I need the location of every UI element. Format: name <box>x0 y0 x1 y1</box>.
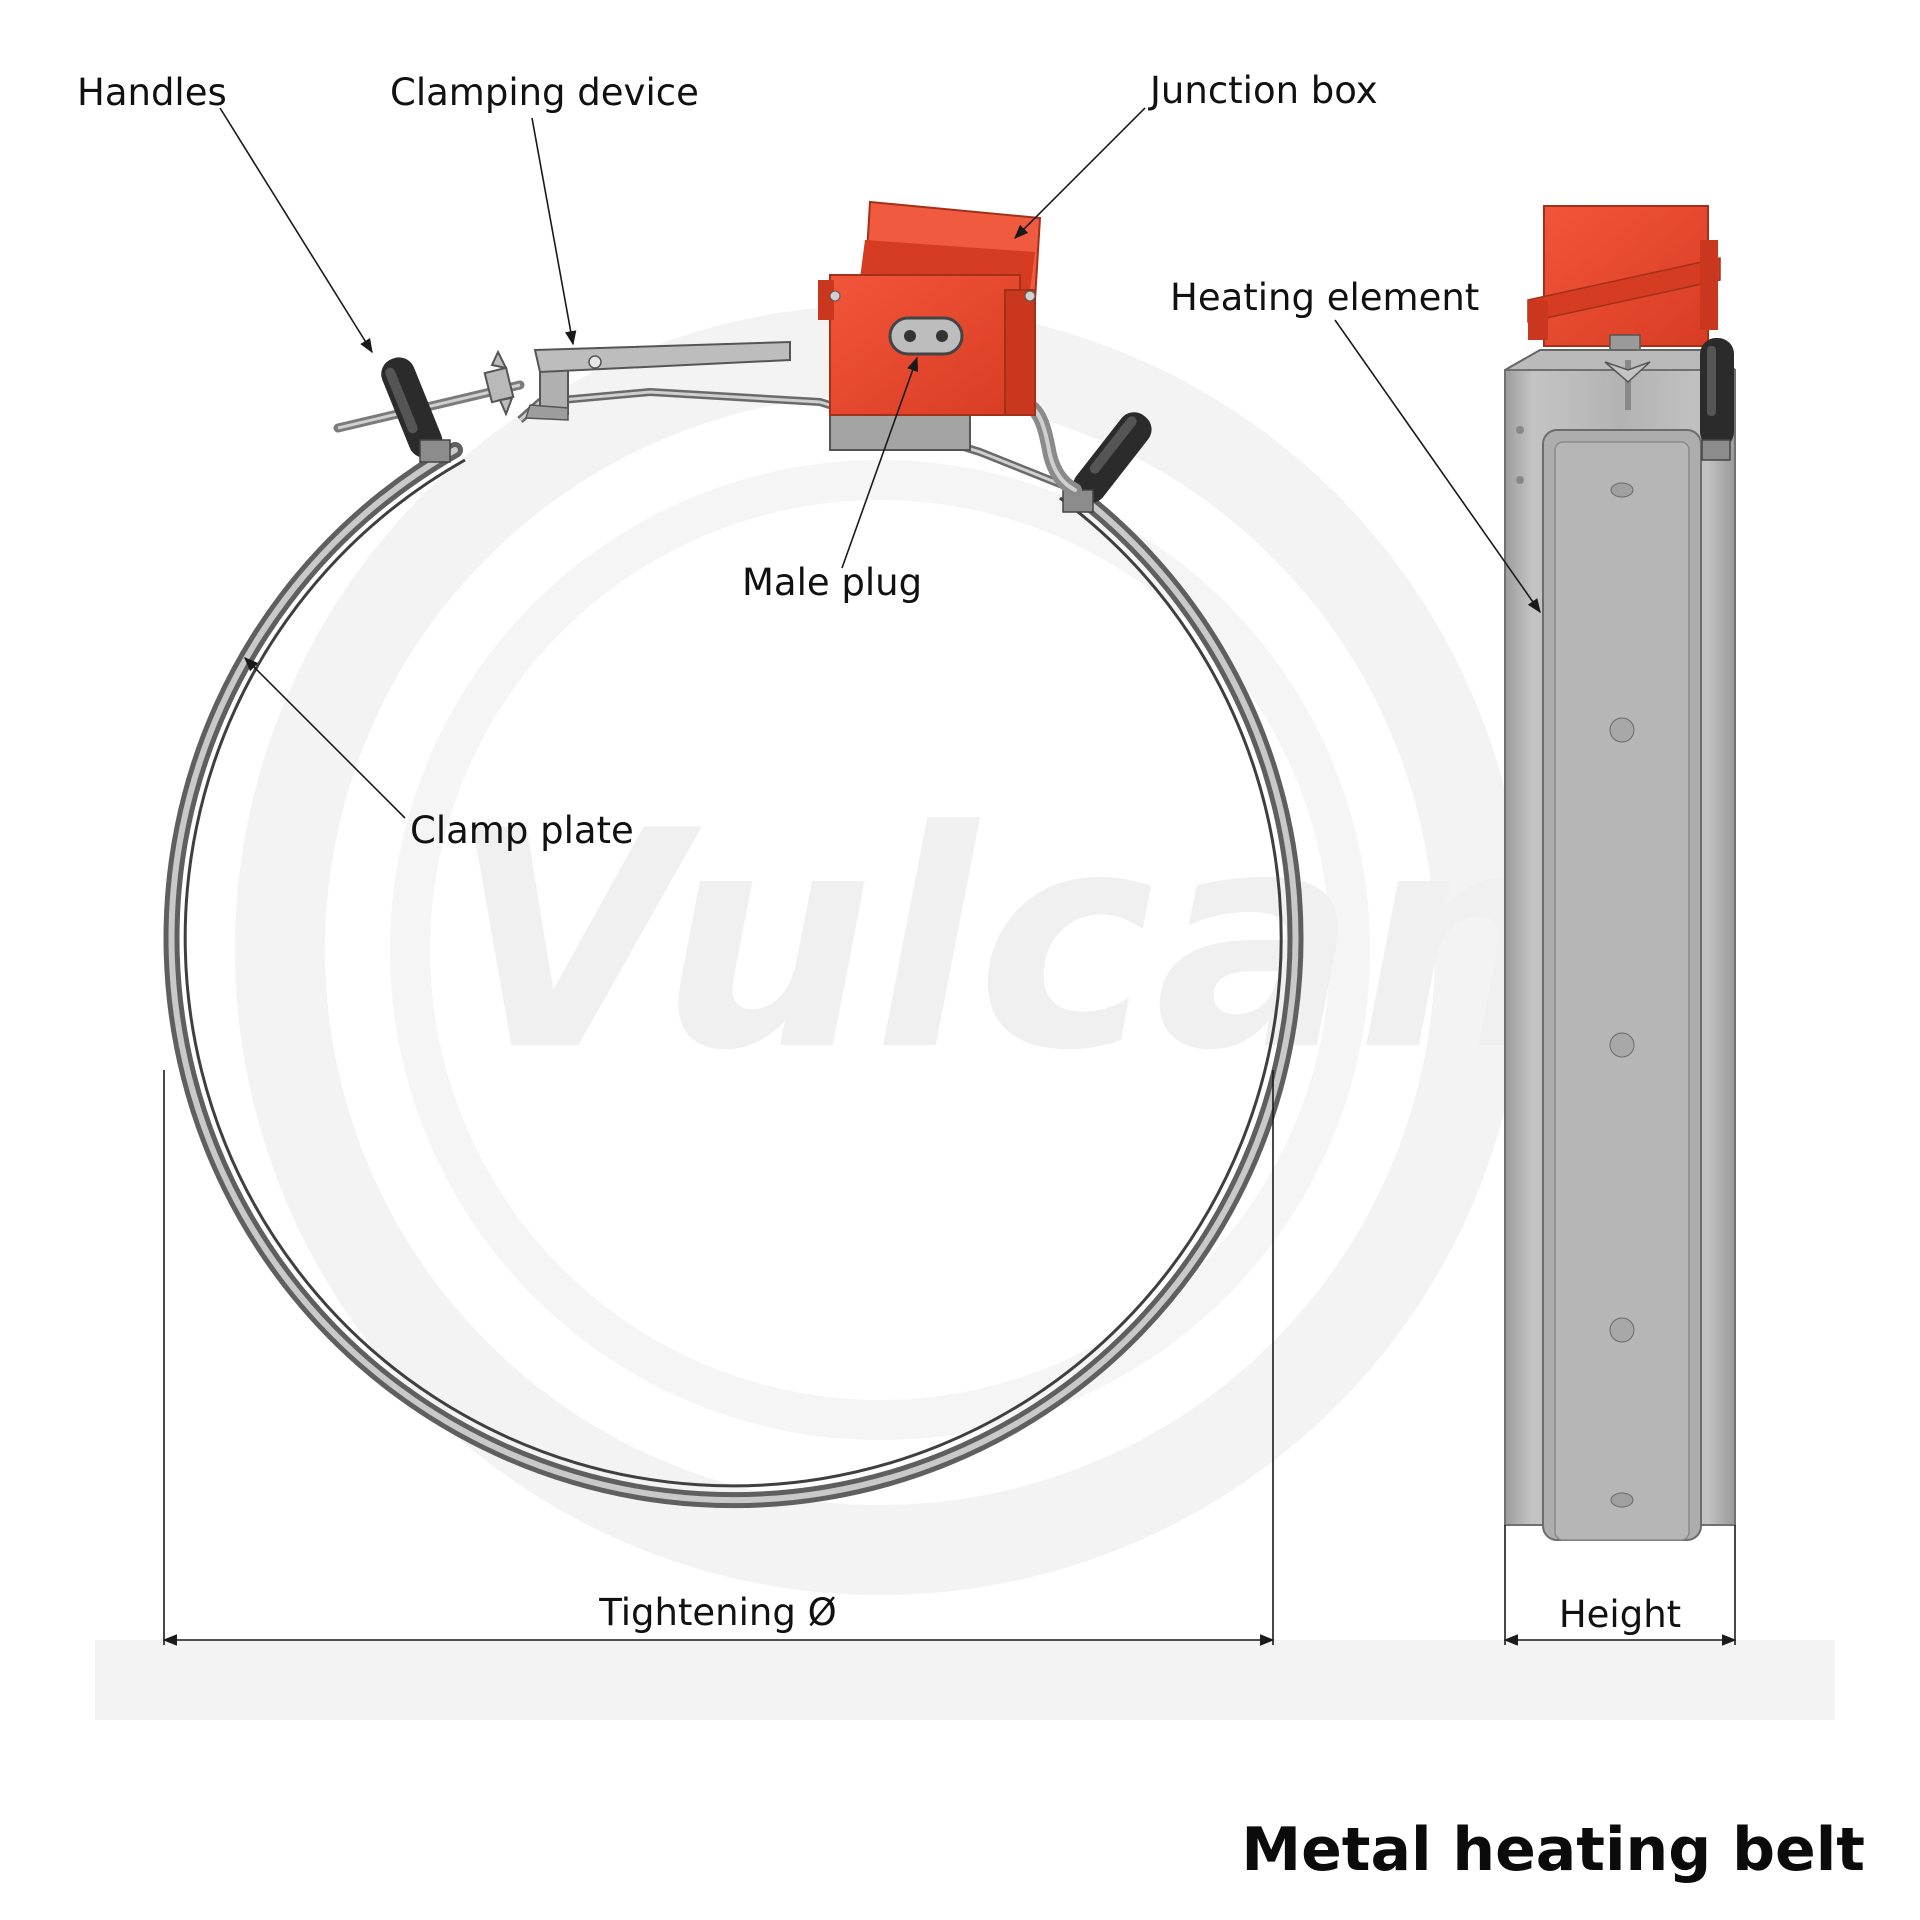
dimension-tightening: Tightening Ø <box>162 1070 1275 1646</box>
height-label: Height <box>1559 1593 1681 1636</box>
page-title: Metal heating belt <box>1241 1815 1865 1885</box>
leader-handles <box>219 107 373 354</box>
left-handle <box>381 357 451 463</box>
leader-clamp-plate <box>243 656 406 819</box>
right-handle <box>1062 412 1152 513</box>
label-heating-element: Heating element <box>1170 276 1479 319</box>
label-handles: Handles <box>77 71 227 114</box>
front-view-belt <box>163 200 1304 1509</box>
side-wing-screw <box>1604 360 1651 410</box>
dimension-height: Height <box>1503 1525 1737 1646</box>
side-rivets <box>1516 426 1720 1508</box>
label-clamping-device: Clamping device <box>390 71 699 114</box>
side-junction-box <box>1527 205 1721 356</box>
label-junction-box: Junction box <box>1148 69 1378 112</box>
leader-junction-box <box>1013 107 1146 240</box>
leader-heating-element <box>1334 319 1541 614</box>
clamping-device <box>524 340 791 421</box>
junction-box <box>818 200 1042 451</box>
side-view-belt <box>1504 205 1736 1541</box>
leader-clamping-device <box>531 117 577 346</box>
label-male-plug: Male plug <box>742 561 922 604</box>
male-plug <box>888 316 964 356</box>
wing-nut <box>483 349 515 417</box>
label-clamp-plate: Clamp plate <box>410 809 634 852</box>
watermark-text: Vulcan <box>450 767 1571 1116</box>
tightening-diameter-label: Tightening Ø <box>598 1591 837 1634</box>
side-handle <box>1700 338 1734 461</box>
leader-male-plug <box>841 356 919 569</box>
